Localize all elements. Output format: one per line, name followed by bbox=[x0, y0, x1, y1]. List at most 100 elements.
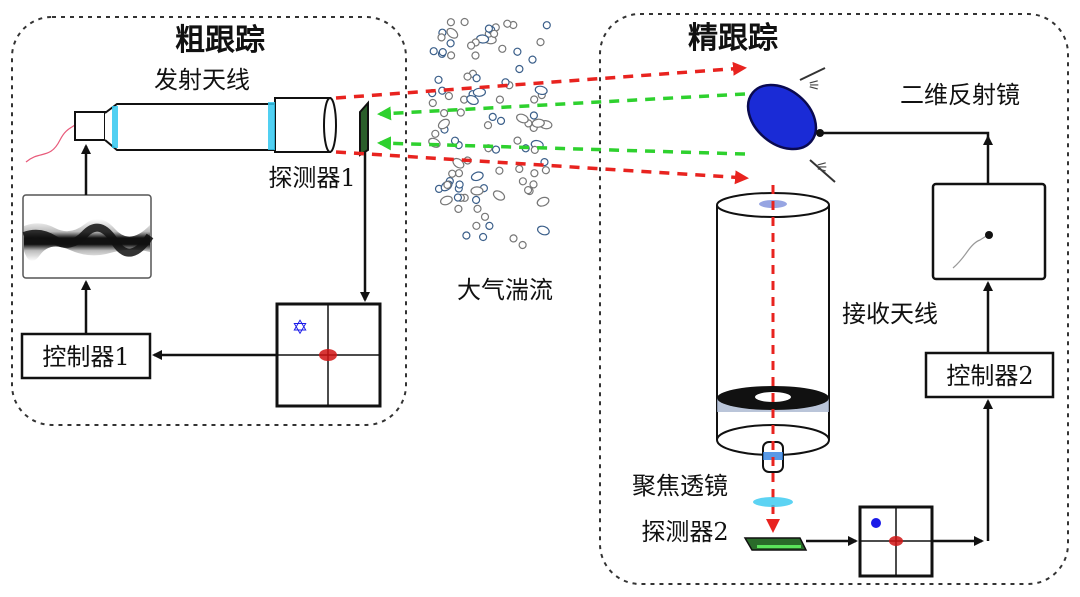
turbulence-particle bbox=[484, 24, 493, 33]
antenna-tube bbox=[104, 103, 276, 151]
turbulence-particle bbox=[483, 121, 493, 130]
connector-mirror-link bbox=[822, 131, 990, 138]
turbulence-particle bbox=[480, 212, 490, 221]
detector2-label: 探测器2 bbox=[641, 518, 728, 546]
turbulence-particle bbox=[509, 20, 518, 30]
controller2-box bbox=[924, 351, 1055, 399]
turbulence-particle bbox=[434, 75, 443, 84]
turbulence-particle bbox=[490, 29, 499, 38]
turbulence-particle bbox=[529, 180, 538, 189]
receive-antenna-label: 接收天线 bbox=[842, 300, 938, 328]
quad-detector-1: ✡ bbox=[275, 302, 382, 408]
detector2-plate bbox=[743, 537, 808, 551]
turbulence-particle bbox=[466, 94, 479, 106]
turbulence-particle bbox=[531, 118, 545, 128]
controller2-label: 控制器2 bbox=[946, 362, 1033, 390]
turbulence-particle bbox=[513, 47, 522, 56]
turbulence-particle bbox=[446, 39, 455, 48]
turbulence-particle bbox=[438, 47, 447, 57]
turbulence-particle bbox=[492, 190, 506, 201]
turbulence-particle bbox=[467, 41, 476, 50]
turbulence-particle bbox=[472, 87, 486, 97]
turbulence-particle bbox=[479, 232, 488, 242]
turbulence-particle bbox=[513, 136, 522, 145]
coarse-tracking-title: 粗跟踪 bbox=[175, 23, 265, 58]
turbulence-particle bbox=[488, 112, 497, 122]
actual-spot-icon bbox=[889, 536, 903, 546]
turbulence-particle bbox=[528, 55, 537, 64]
spot-trajectory-display bbox=[931, 182, 1047, 281]
turbulence-particle bbox=[472, 195, 481, 204]
return-beam-lower bbox=[377, 136, 746, 156]
detector1-plate bbox=[359, 100, 369, 157]
actuator-icon: ⚟ bbox=[816, 160, 829, 176]
turbulence-particle bbox=[541, 166, 551, 175]
antenna-barrel bbox=[274, 97, 331, 153]
controller1-label: 控制器1 bbox=[42, 343, 129, 371]
focus-lens bbox=[753, 497, 793, 507]
actual-spot-icon bbox=[319, 349, 337, 361]
lens-glow-icon bbox=[268, 102, 275, 150]
forward-beam-upper bbox=[335, 61, 747, 100]
actuator-icon: ⚟ bbox=[808, 78, 821, 94]
turbulence-particle bbox=[462, 231, 471, 240]
forward-beam-lower bbox=[335, 150, 749, 185]
return-beam-upper bbox=[377, 92, 746, 121]
turbulence-particle bbox=[515, 64, 524, 74]
turbulence-particle bbox=[495, 95, 504, 104]
turbulence-particle bbox=[470, 171, 484, 182]
turbulence-particle bbox=[437, 33, 446, 42]
turbulence-particle bbox=[542, 21, 551, 30]
turbulence-particle bbox=[454, 169, 464, 178]
turbulence-particle bbox=[515, 164, 524, 173]
turbulence-particle bbox=[518, 177, 528, 186]
turbulence-particle bbox=[530, 95, 539, 104]
turbulence-particle bbox=[516, 113, 529, 124]
transmit-antenna bbox=[25, 97, 337, 163]
turbulence-particle bbox=[495, 166, 504, 175]
turbulence-particle bbox=[428, 98, 437, 108]
target-spot-icon: ✡ bbox=[292, 315, 309, 339]
turbulence-particle bbox=[456, 108, 465, 117]
turbulence-particle bbox=[473, 204, 482, 213]
turbulence-particle bbox=[530, 169, 539, 178]
turbulence-particle bbox=[496, 116, 506, 126]
turbulence-label: 大气湍流 bbox=[457, 276, 553, 304]
turbulence-particle bbox=[460, 17, 469, 27]
turbulence-particle bbox=[446, 18, 455, 27]
turbulence-particle bbox=[453, 193, 462, 202]
turbulence-particle bbox=[446, 27, 459, 39]
turbulence-particle bbox=[471, 51, 480, 60]
turbulence-particle bbox=[454, 204, 463, 213]
turbulence-particle bbox=[444, 91, 453, 101]
turbulence-particle bbox=[536, 196, 550, 207]
turbulence-particle bbox=[491, 145, 501, 154]
mirror-surface bbox=[746, 83, 818, 151]
focus-lens-label: 聚焦透镜 bbox=[632, 472, 728, 500]
jitter-signal-display bbox=[22, 194, 154, 279]
turbulence-particle bbox=[447, 51, 456, 60]
turbulence-particle bbox=[470, 186, 484, 196]
turbulence-particle bbox=[503, 19, 512, 28]
fiber-cable bbox=[25, 123, 77, 163]
quad-detector-2 bbox=[858, 505, 934, 578]
turbulence-particle bbox=[455, 180, 464, 189]
antenna-lens bbox=[323, 97, 337, 153]
turbulence-particle bbox=[498, 44, 507, 53]
turbulence-particle bbox=[440, 108, 449, 118]
turbulence-particle bbox=[485, 221, 494, 230]
turbulence-particle bbox=[450, 136, 460, 145]
spot-icon bbox=[985, 231, 993, 239]
turbulence-particle bbox=[518, 240, 527, 250]
fine-tracking-title: 精跟踪 bbox=[688, 21, 778, 56]
turbulence-particle bbox=[509, 234, 518, 243]
target-spot-icon bbox=[871, 518, 881, 528]
two-axis-mirror: ⚟ ⚟ bbox=[746, 67, 836, 183]
turbulence-particle bbox=[472, 74, 481, 83]
turbulence-particle bbox=[523, 186, 533, 195]
transmit-antenna-label: 发射天线 bbox=[154, 66, 250, 94]
coarse-tracking-region bbox=[11, 16, 407, 426]
turbulence-particle bbox=[429, 47, 438, 56]
